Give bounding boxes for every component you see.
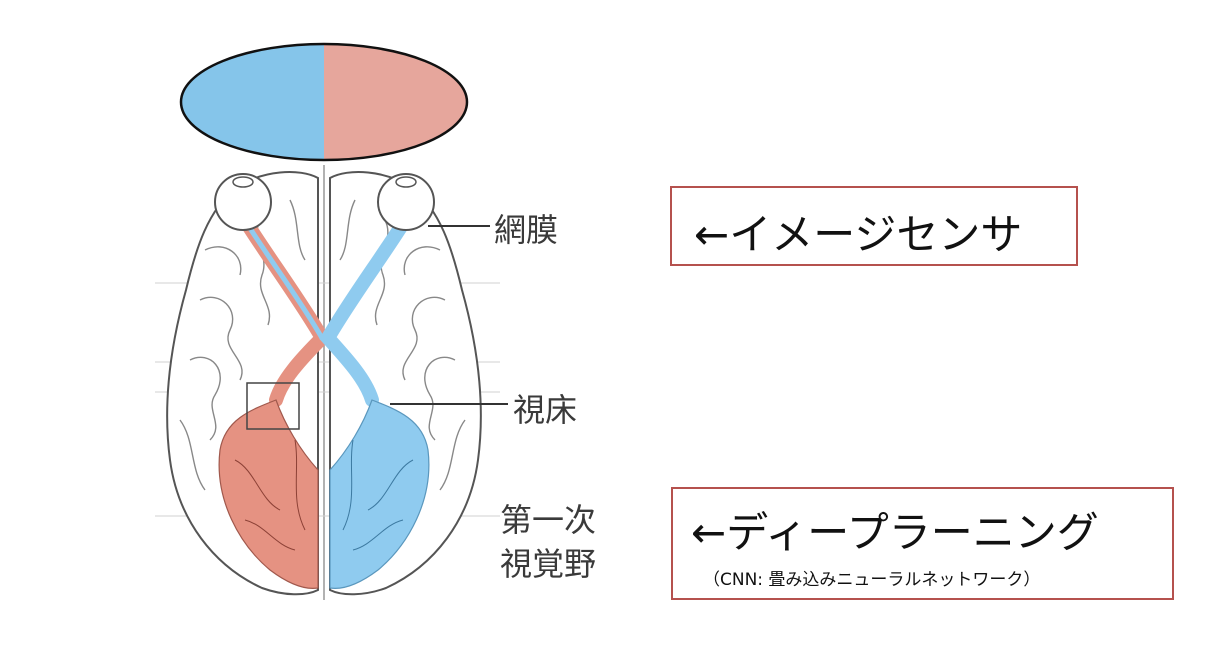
- retina-label: 網膜: [494, 211, 559, 249]
- optic-pathways: [239, 215, 411, 407]
- visual-field-right-half: [324, 44, 467, 160]
- thalamus-label: 視床: [513, 391, 578, 429]
- thalamus-highlight-box: [246, 382, 300, 430]
- primary-visual-cortex-label: 第一次 視覚野: [500, 498, 596, 586]
- visual-field: [179, 42, 469, 162]
- left-eye: [214, 173, 272, 231]
- image-sensor-text: ←イメージセンサ: [694, 210, 1023, 259]
- v1-label-line2: 視覚野: [500, 545, 597, 583]
- visual-field-left-half: [181, 44, 324, 160]
- v1-label-line1: 第一次: [500, 501, 597, 539]
- cortex-folds: [234, 439, 414, 551]
- image-sensor-box: ←イメージセンサ: [670, 186, 1078, 266]
- left-visual-cortex: [218, 399, 319, 590]
- right-eye: [377, 173, 435, 231]
- right-visual-cortex: [329, 399, 430, 590]
- deep-learning-text: ←ディープラーニング: [691, 508, 1099, 557]
- eyeballs: [214, 173, 435, 231]
- deep-learning-box: ←ディープラーニング （CNN: 畳み込みニューラルネットワーク）: [671, 487, 1174, 600]
- right-optic-tract: [319, 215, 411, 407]
- cnn-subtext: （CNN: 畳み込みニューラルネットワーク）: [703, 570, 1041, 590]
